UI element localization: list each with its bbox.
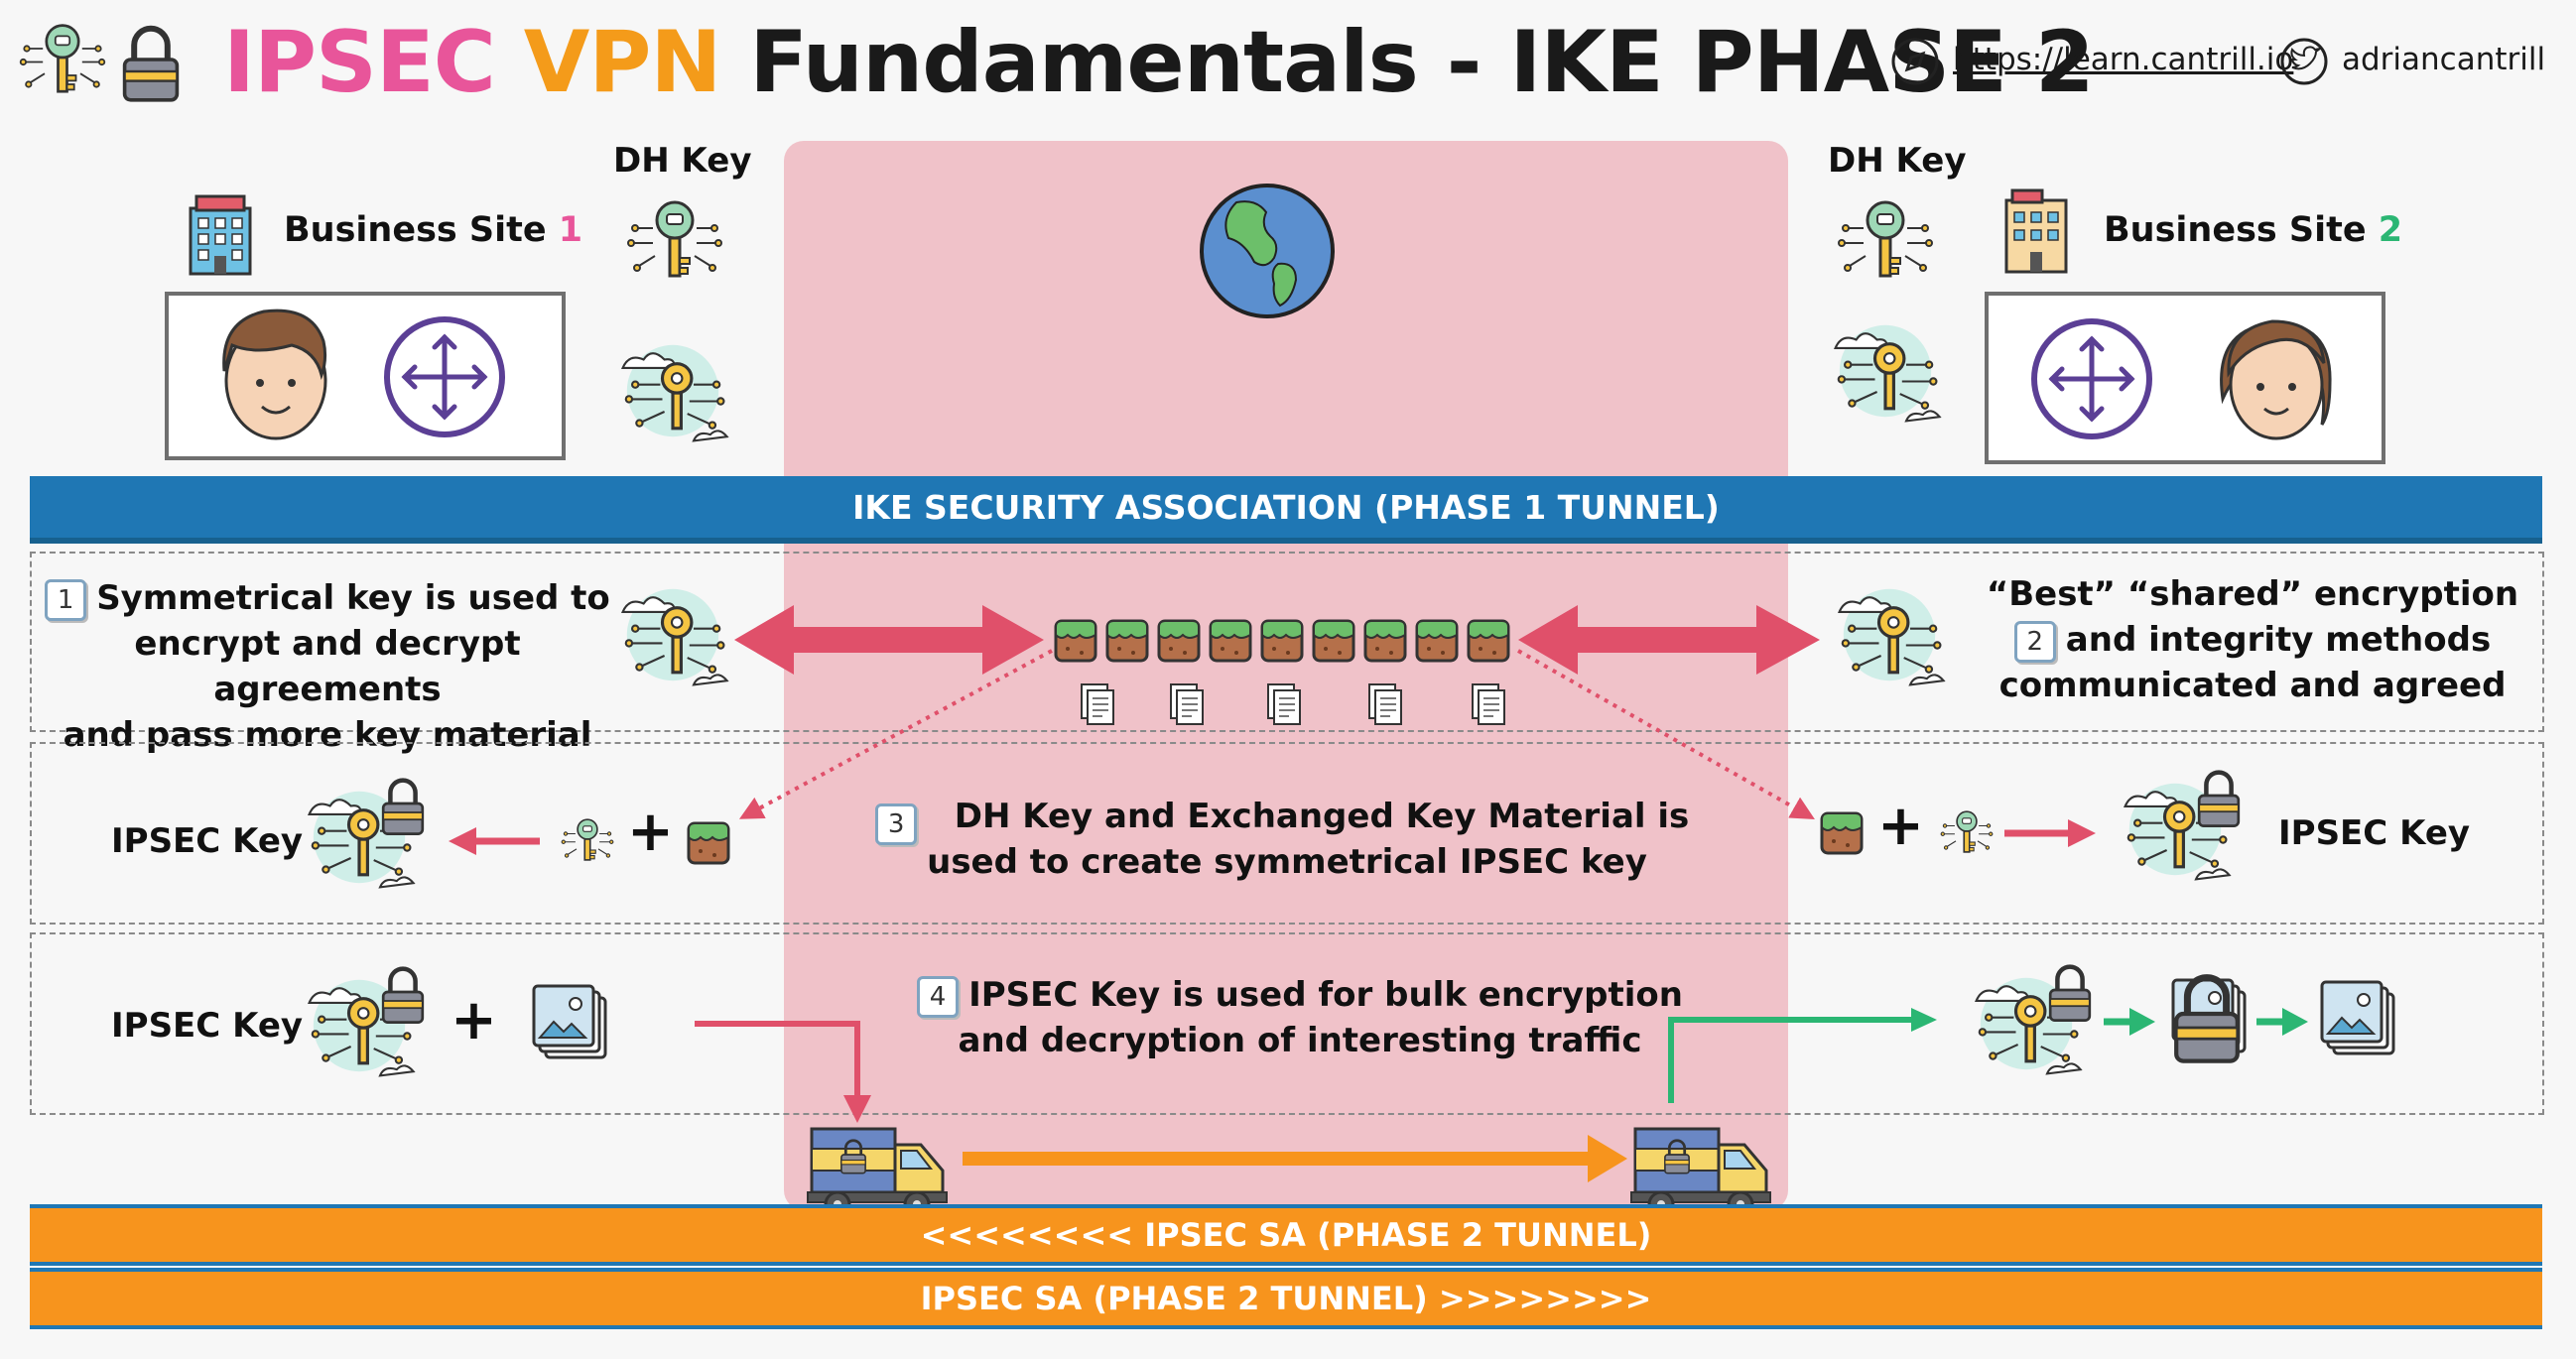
step1-line1-text: Symmetrical key is used to (96, 578, 610, 618)
site1-dh-label: DH Key (613, 141, 752, 181)
step1-line3: and pass more key material (63, 715, 592, 755)
site2-user-avatar (1989, 296, 2332, 440)
row3-encrypted-photos-icon (2159, 950, 2258, 1069)
dotted-arrows-to-keys (675, 635, 1866, 833)
site1-label: Business Site 1 (284, 210, 582, 250)
row2-left-dh-key-icon (556, 809, 619, 869)
step2-line3: communicated and agreed (1998, 666, 2507, 705)
title-rest: Fundamentals - IKE PHASE 2 (749, 13, 2094, 112)
step4-number-badge: 4 (917, 975, 960, 1018)
row3-right-key-icon (1965, 950, 2104, 1079)
site2-box (1985, 292, 2385, 464)
step3-number-badge: 3 (875, 803, 918, 845)
step3-line2: 3used to create symmetrical IPSEC key (875, 803, 1703, 885)
site1-shared-key-icon (611, 335, 740, 444)
site1-user-avatar (222, 309, 562, 440)
step3-row (30, 742, 2544, 925)
site1-label-text: Business Site (284, 210, 559, 250)
step2-line2-text: and integrity methods (2065, 620, 2492, 660)
traffic-arrows (685, 1002, 1975, 1200)
page-title: IPSEC VPN Fundamentals - IKE PHASE 2 (223, 8, 2095, 117)
step2-number-badge: 2 (2013, 620, 2056, 663)
website-link[interactable]: https://learn.cantrill.io (1953, 42, 2294, 77)
site2-number: 2 (2378, 210, 2403, 250)
site2-dh-label: DH Key (1828, 141, 1967, 181)
row2-right-ipsec-key-icon (2114, 756, 2253, 885)
ipsec-sa-bar-inbound: IPSEC SA (PHASE 2 TUNNEL) >>>>>>>> (30, 1268, 2542, 1329)
step1-double-arrows (724, 595, 1836, 684)
twitter-icon[interactable] (2278, 36, 2330, 87)
step4-line1-text: IPSEC Key is used for bulk encryption (968, 975, 1683, 1015)
row3-green-arrow-2 (2253, 1002, 2312, 1042)
internet-zone (784, 141, 1788, 1210)
step1-number-badge: 1 (45, 578, 87, 621)
row2-right-plus: + (1877, 794, 1924, 858)
row2-left-ipsec-key-icon (298, 764, 437, 893)
ipsec-sa-bar-outbound: <<<<<<<< IPSEC SA (PHASE 2 TUNNEL) (30, 1204, 2542, 1266)
row3-plus: + (451, 988, 497, 1052)
site1-building-icon (181, 190, 260, 280)
site1-box (165, 292, 566, 460)
twitter-handle[interactable]: adriancantrill (2342, 42, 2546, 77)
row2-right-arrow (2002, 813, 2102, 853)
row3-green-arrow-1 (2100, 1002, 2159, 1042)
row2-right-dh-key-icon (1935, 802, 1998, 861)
row3-ipsec-key-icon (298, 952, 437, 1081)
title-ipsec: IPSEC (223, 13, 496, 112)
step1-row (30, 552, 2544, 732)
title-vpn: VPN (523, 13, 722, 112)
row2-left-arrow (443, 821, 542, 861)
step3-line1-text: DH Key and Exchanged Key Material is (954, 797, 1690, 836)
row2-right-ipsec-key-label: IPSEC Key (2278, 813, 2471, 853)
step2-line1: “Best” “shared” encryption (1986, 574, 2519, 614)
site2-building-icon (1996, 188, 2076, 278)
step4-line2: and decryption of interesting traffic (958, 1021, 1642, 1060)
site2-shared-key-icon (1824, 315, 1953, 425)
site2-label: Business Site 2 (2104, 210, 2402, 250)
site2-dh-key-icon (1836, 192, 1935, 288)
header-key-logo (18, 16, 107, 105)
header-lock-logo (111, 16, 191, 105)
row3-photos-icon (520, 972, 619, 1071)
row3-decrypted-photos-icon (2308, 968, 2407, 1067)
site1-dh-key-icon (625, 192, 724, 288)
step3-line2-text: used to create symmetrical IPSEC key (927, 842, 1647, 882)
step3-line1: DH Key and Exchanged Key Material is (889, 794, 1703, 839)
row2-left-plus: + (627, 800, 674, 864)
site1-number: 1 (558, 210, 583, 250)
step4-row (30, 932, 2544, 1115)
compass-icon[interactable] (1889, 36, 1941, 87)
row3-ipsec-key-label: IPSEC Key (111, 1006, 304, 1046)
step1-line2: encrypt and decrypt agreements (134, 624, 521, 709)
row2-left-ipsec-key-label: IPSEC Key (111, 821, 304, 861)
ike-security-association-bar: IKE SECURITY ASSOCIATION (PHASE 1 TUNNEL… (30, 476, 2542, 544)
internet-globe-icon (1197, 181, 1338, 321)
site2-label-text: Business Site (2104, 210, 2379, 250)
step3-text: DH Key and Exchanged Key Material is 3us… (875, 794, 1703, 885)
